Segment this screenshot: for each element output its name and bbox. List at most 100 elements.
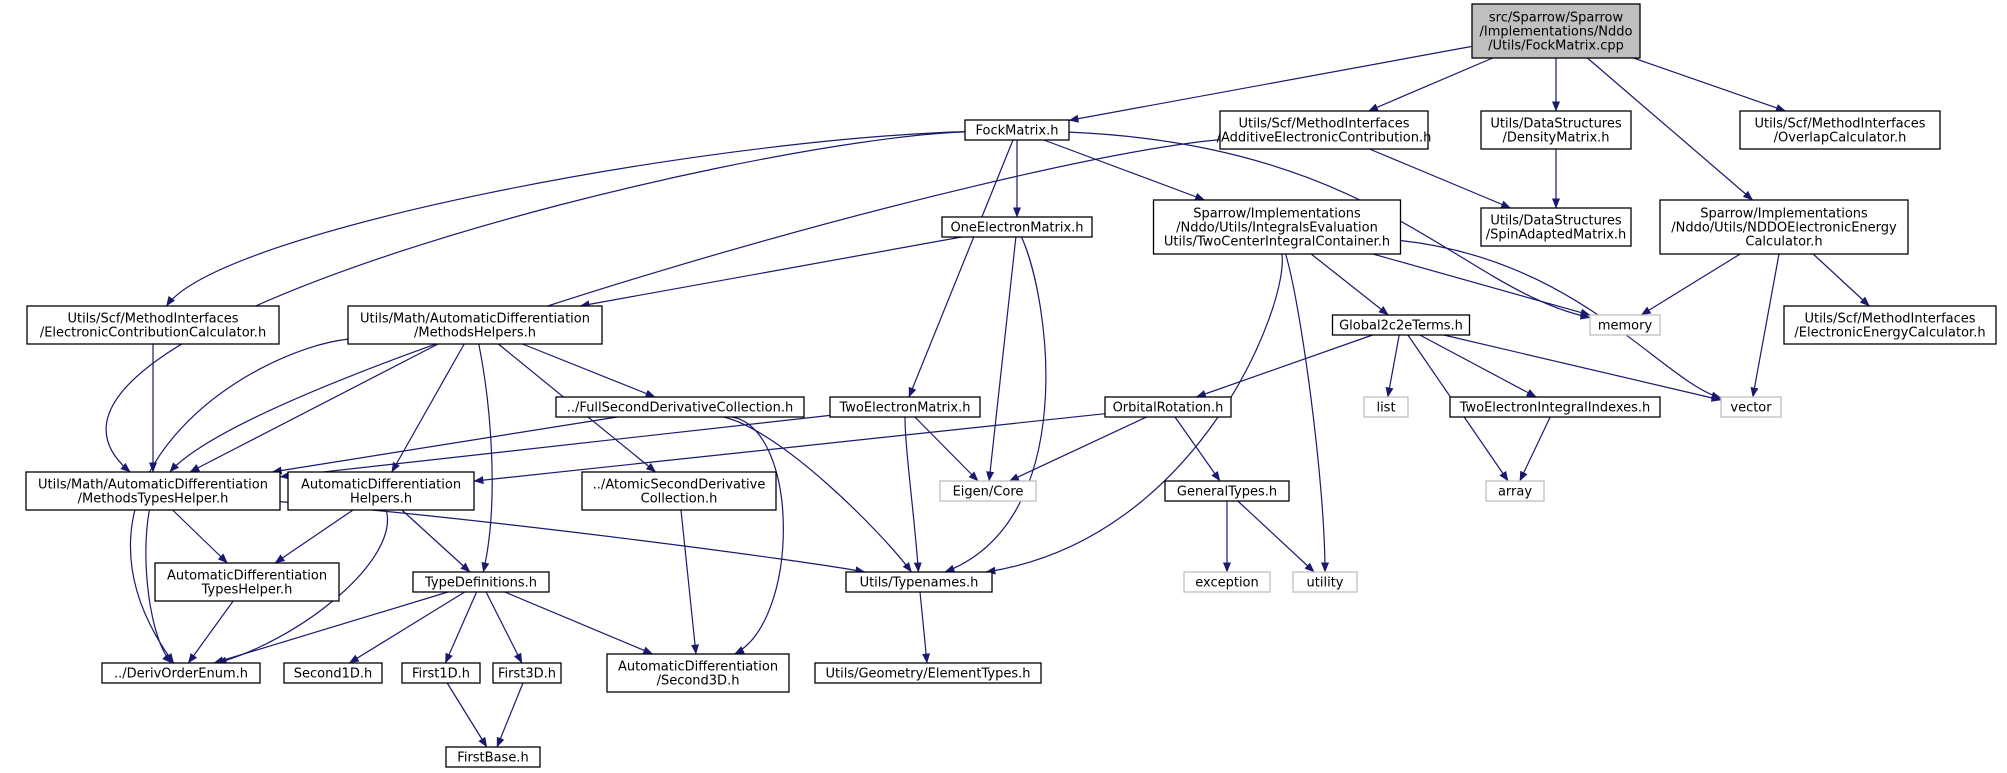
edge-adhelpers-to-typedefs [401,509,471,573]
node-label: Utils/Geometry/ElementTypes.h [825,667,1030,682]
node-box [1589,314,1661,336]
edge-twoeidx-to-array [1519,416,1551,482]
node-global2c2e[interactable]: Global2c2eTerms.h [1331,314,1471,336]
node-box [845,571,993,593]
node-exception[interactable]: exception [1183,571,1271,593]
node-typenames[interactable]: Utils/Typenames.h [845,571,993,593]
node-typedefs[interactable]: TypeDefinitions.h [412,571,550,593]
node-box [1783,305,1997,345]
edge-fock-to-methodstypes [105,131,966,473]
edge-fullsecond-to-second3d [732,416,784,655]
node-derivorder[interactable]: ../DerivOrderEnum.h [101,662,261,684]
node-label: Utils/DataStructures [1490,117,1622,132]
edge-typenames-to-elementtypes [919,591,931,664]
node-box [445,746,541,768]
edge-onee-to-typenames [944,236,1047,573]
node-label: GeneralTypes.h [1177,485,1277,500]
node-label: /ElectronicEnergyCalculator.h [1794,326,1985,341]
node-fullsecond[interactable]: ../FullSecondDerivativeCollection.h [555,396,805,418]
node-label: /Second3D.h [657,674,740,689]
edge-global2c2e-to-list [1385,334,1400,398]
node-generaltypes[interactable]: GeneralTypes.h [1164,480,1290,502]
node-eigen[interactable]: Eigen/Core [939,480,1037,502]
edge-methodshelpers-to-derivorder [130,338,349,664]
edge-fullsecond-to-methodstypes [271,416,618,475]
node-firstbase[interactable]: FirstBase.h [445,746,541,768]
node-overlap[interactable]: Utils/Scf/MethodInterfaces/OverlapCalcul… [1739,110,1941,150]
node-label: FockMatrix.h [976,124,1059,139]
node-eecalc[interactable]: Utils/Scf/MethodInterfaces/ElectronicEne… [1783,305,1997,345]
node-second3d[interactable]: AutomaticDifferentiation/Second3D.h [606,653,790,693]
node-label: /DensityMatrix.h [1502,131,1609,146]
node-list[interactable]: list [1363,396,1409,418]
node-twocenter[interactable]: Sparrow/Implementations/Nddo/Utils/Integ… [1152,199,1402,255]
node-first1d[interactable]: First1D.h [401,662,481,684]
node-eccalc[interactable]: Utils/Scf/MethodInterfaces/ElectronicCon… [26,305,280,345]
node-second1d[interactable]: Second1D.h [283,662,383,684]
node-memory[interactable]: memory [1589,314,1661,336]
node-label: Collection.h [641,492,718,507]
edge-methodshelpers-to-typedefs [478,343,493,573]
node-label: TypesHelper.h [201,583,293,598]
node-vector[interactable]: vector [1720,396,1782,418]
node-spinadapted[interactable]: Utils/DataStructures/SpinAdaptedMatrix.h [1480,207,1632,247]
node-box [581,471,777,511]
node-methodshelpers[interactable]: Utils/Math/AutomaticDifferentiation/Meth… [347,305,603,345]
node-box [606,653,790,693]
node-label: Sparrow/Implementations [1193,207,1361,222]
node-box [1449,396,1661,418]
node-utility[interactable]: utility [1292,571,1358,593]
edge-onee-to-methodshelpers [579,236,962,309]
node-label: TypeDefinitions.h [424,576,537,591]
node-box [347,305,603,345]
node-label: OrbitalRotation.h [1113,401,1224,416]
node-array[interactable]: array [1485,480,1545,502]
edge-twoe-to-typenames [904,416,922,573]
edge-root-to-nddoenergy [1587,57,1753,201]
node-methodstypes[interactable]: Utils/Math/AutomaticDifferentiation/Meth… [25,471,281,511]
node-label: /Implementations/Nddo [1480,25,1633,40]
edge-atomicsecond-to-second3d [680,509,699,655]
node-densitymatrix[interactable]: Utils/DataStructures/DensityMatrix.h [1480,110,1632,150]
edge-twoe-to-eigen [914,416,979,482]
node-label: AutomaticDifferentiation [618,660,778,675]
edge-first3d-to-firstbase [496,682,524,748]
edge-twocenter-to-utility [1284,253,1329,573]
node-onee[interactable]: OneElectronMatrix.h [941,216,1093,238]
node-box [1164,480,1290,502]
edge-methodshelpers-to-methodstypes [189,343,439,473]
node-box [1219,110,1429,150]
node-box [283,662,383,684]
edge-root-to-additive [1368,57,1493,112]
edge-twocenter-to-memory [1372,253,1591,317]
edge-global2c2e-to-orbital [1195,334,1373,398]
node-box [1480,207,1632,247]
node-box [939,480,1037,502]
node-label: Utils/DataStructures [1490,214,1622,229]
node-label: AutomaticDifferentiation [301,478,461,493]
node-twoe[interactable]: TwoElectronMatrix.h [829,396,981,418]
node-box [412,571,550,593]
node-label: ../FullSecondDerivativeCollection.h [567,401,793,416]
node-label: vector [1730,401,1772,416]
node-label: Utils/Scf/MethodInterfaces [67,312,238,327]
node-elementtypes[interactable]: Utils/Geometry/ElementTypes.h [814,662,1042,684]
node-root[interactable]: src/Sparrow/Sparrow/Implementations/Nddo… [1471,3,1641,59]
edge-fock-to-twoe [908,139,1014,398]
edge-global2c2e-to-twoeidx [1419,334,1537,398]
edge-fullsecond-to-typenames [723,416,912,573]
node-layer: src/Sparrow/Sparrow/Implementations/Nddo… [25,3,1997,768]
node-box [26,305,280,345]
node-orbital[interactable]: OrbitalRotation.h [1104,396,1232,418]
node-nddoenergy[interactable]: Sparrow/Implementations/Nddo/Utils/NDDOE… [1659,199,1909,255]
node-first3d[interactable]: First3D.h [492,662,562,684]
node-twoeidx[interactable]: TwoElectronIntegralIndexes.h [1449,396,1661,418]
node-additive[interactable]: Utils/Scf/MethodInterfaces/AdditiveElect… [1217,110,1432,150]
edge-onee-to-eigen [986,236,1017,482]
node-fock[interactable]: FockMatrix.h [964,119,1070,141]
node-box [492,662,562,684]
